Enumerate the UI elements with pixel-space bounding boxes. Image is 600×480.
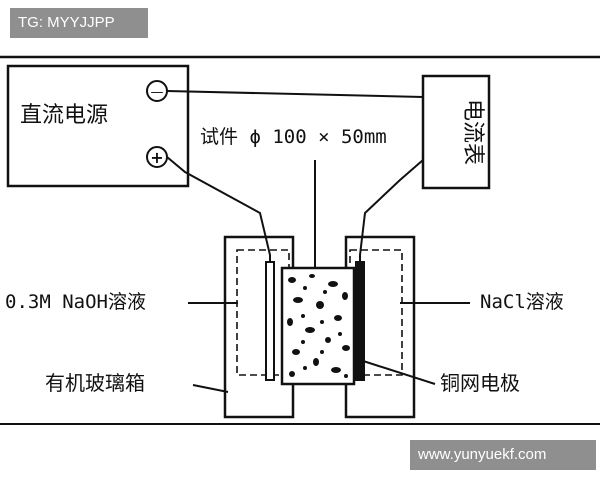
negative-terminal-sign: — xyxy=(151,85,164,100)
wire-ammeter-to-nacl-electrode xyxy=(359,159,424,262)
concrete-specimen xyxy=(280,266,356,386)
power-supply-label: 直流电源 xyxy=(20,103,108,128)
copper-mesh-label: 铜网电极 xyxy=(440,371,520,395)
positive-terminal-sign: + xyxy=(150,148,163,167)
acrylic-box-label: 有机玻璃箱 xyxy=(45,371,145,395)
wire-negative-to-ammeter xyxy=(166,90,424,98)
right-copper-mesh-electrode xyxy=(355,261,365,381)
left-copper-mesh-electrode xyxy=(265,261,275,381)
acrylic-box-leader-line xyxy=(192,384,229,393)
watermark-bottom: www.yunyuekf.com xyxy=(410,440,596,470)
naoh-solution-label: 0.3M NaOH溶液 xyxy=(5,291,146,313)
power-supply-box xyxy=(6,64,190,188)
wire-positive-to-naoh-electrode xyxy=(166,156,271,262)
specimen-label: 试件 ϕ 100 × 50mm xyxy=(200,126,387,148)
ammeter-label: 电流表 xyxy=(460,99,485,165)
ammeter-box xyxy=(421,74,491,190)
watermark-top: TG: MYYJJPP xyxy=(10,8,148,38)
nacl-solution-label: NaCl溶液 xyxy=(480,291,564,313)
copper-mesh-leader-line xyxy=(359,359,436,385)
concrete-texture xyxy=(287,274,350,378)
